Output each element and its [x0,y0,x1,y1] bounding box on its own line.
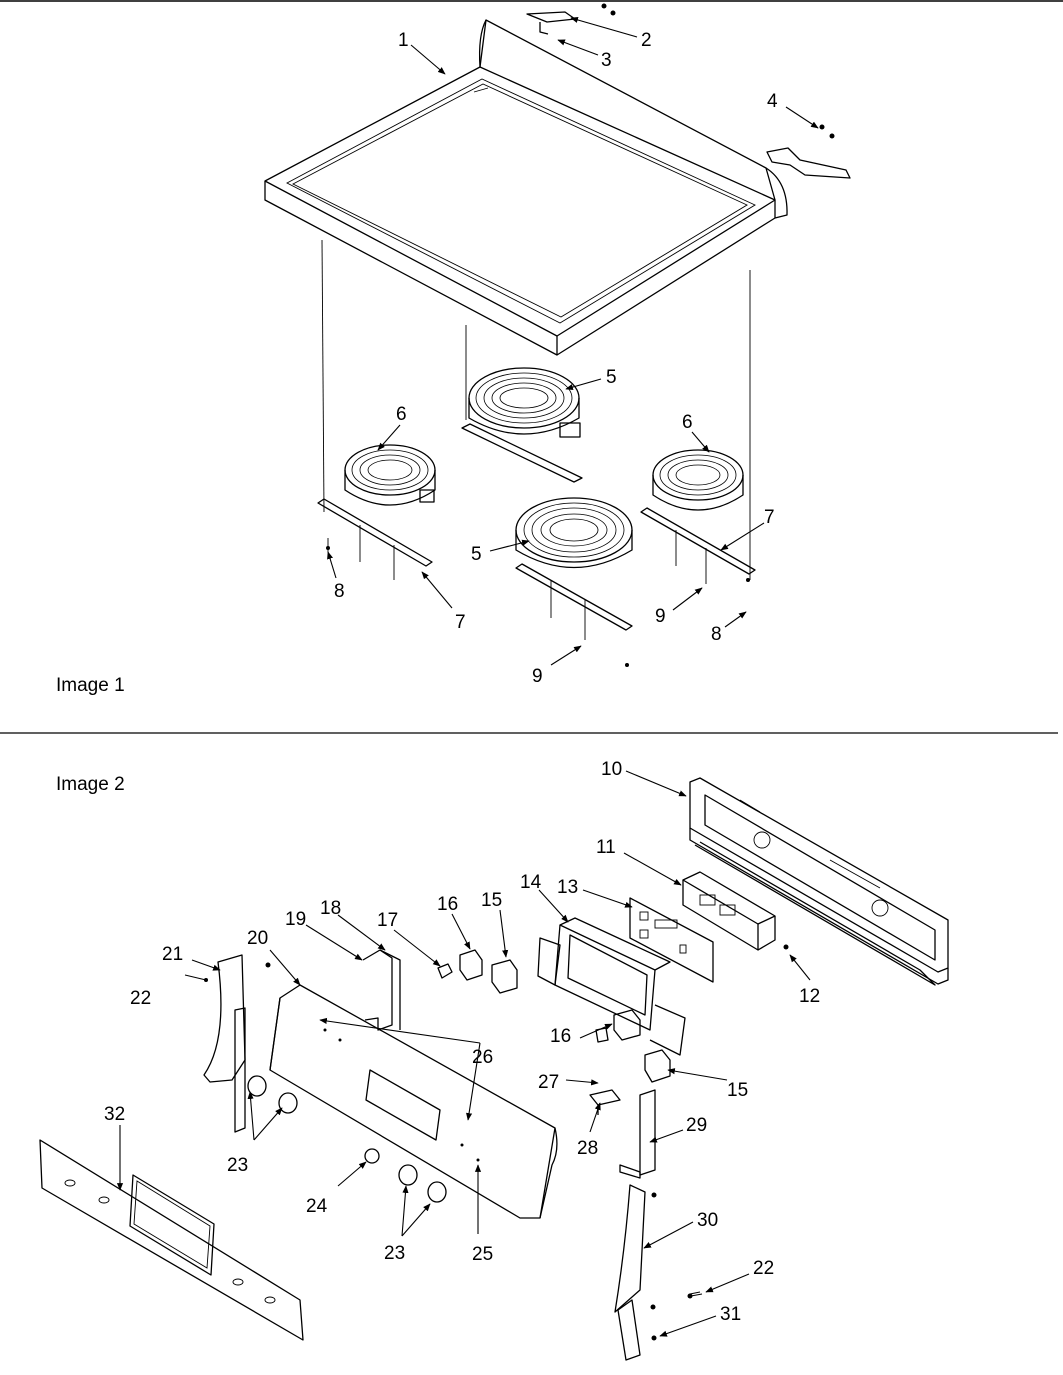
backguard-bracket-right [766,124,851,179]
switch-upper-16 [459,949,483,981]
callout-23-right: 23 [384,1243,405,1264]
callout-11: 11 [596,837,616,858]
callout-2: 2 [641,30,652,51]
callout-9-right: 9 [655,606,666,627]
switch-lower-15 [644,1049,671,1083]
callout-5-back: 5 [606,367,617,388]
image-2-caption: Image 2 [56,774,125,795]
cooktop-glass-top [264,19,788,356]
callout-31: 31 [720,1304,741,1325]
callout-4: 4 [767,91,778,112]
callout-15-upper: 15 [481,890,502,911]
callout-6-left: 6 [396,404,407,425]
callout-14: 14 [520,872,542,893]
surface-element-small-left [317,444,436,580]
switch-upper-15 [491,959,518,994]
callout-17: 17 [377,910,398,931]
callout-16-upper: 16 [437,894,458,915]
callout-21: 21 [162,944,183,965]
callout-16-lower: 16 [550,1026,571,1047]
image-1-caption: Image 1 [56,675,125,696]
side-bracket-left [362,949,401,1031]
knob-insert [364,1148,380,1164]
callout-5-front: 5 [471,544,482,565]
control-knob-1 [247,1075,267,1097]
callout-1: 1 [398,30,409,51]
callout-3: 3 [601,50,612,71]
callout-19: 19 [285,909,306,930]
callout-18: 18 [320,898,341,919]
callout-25: 25 [472,1244,493,1265]
callout-22-right: 22 [753,1258,774,1279]
callout-9-front: 9 [532,666,543,687]
surface-element-small-right [640,449,756,584]
electronic-control-board [682,871,789,951]
display-window-bracket [537,917,686,1056]
callout-13: 13 [557,877,578,898]
callout-30: 30 [697,1210,718,1231]
surface-element-large-front [515,497,633,667]
control-knob-2 [278,1092,298,1114]
control-knob-3 [398,1164,418,1186]
front-control-panel [269,984,558,1219]
rear-control-panel [689,777,949,986]
callout-24: 24 [306,1196,328,1217]
callout-15-lower: 15 [727,1080,748,1101]
callout-8-left: 8 [334,581,345,602]
callout-12: 12 [799,986,820,1007]
left-end-cap [184,954,271,1133]
callout-22-left: 22 [130,988,151,1009]
callout-27: 27 [538,1072,559,1093]
callout-23-left: 23 [227,1155,248,1176]
surface-element-large-back [461,367,583,483]
control-panel-section: Image 2 [39,759,949,1361]
side-bracket-right [619,1089,656,1179]
control-knob-4 [427,1181,447,1203]
callout-20: 20 [247,928,268,949]
callout-8-right: 8 [711,624,722,645]
touch-overlay [629,897,714,983]
callout-6-right: 6 [682,412,693,433]
callout-26: 26 [472,1047,493,1068]
right-end-cap [614,1184,701,1361]
indicator-light [437,963,453,979]
callout-29: 29 [686,1115,707,1136]
callout-7-left: 7 [455,612,466,633]
cooktop-section: 1 2 3 4 5 6 6 5 7 7 8 9 8 9 Image 1 [56,3,851,696]
callout-32: 32 [104,1104,125,1125]
callout-10: 10 [601,759,622,780]
control-panel-faceplate [39,1139,304,1341]
small-bracket [589,1089,621,1115]
callout-7-right: 7 [764,507,775,528]
backguard-bracket-left [526,3,616,35]
callout-28: 28 [577,1138,598,1159]
